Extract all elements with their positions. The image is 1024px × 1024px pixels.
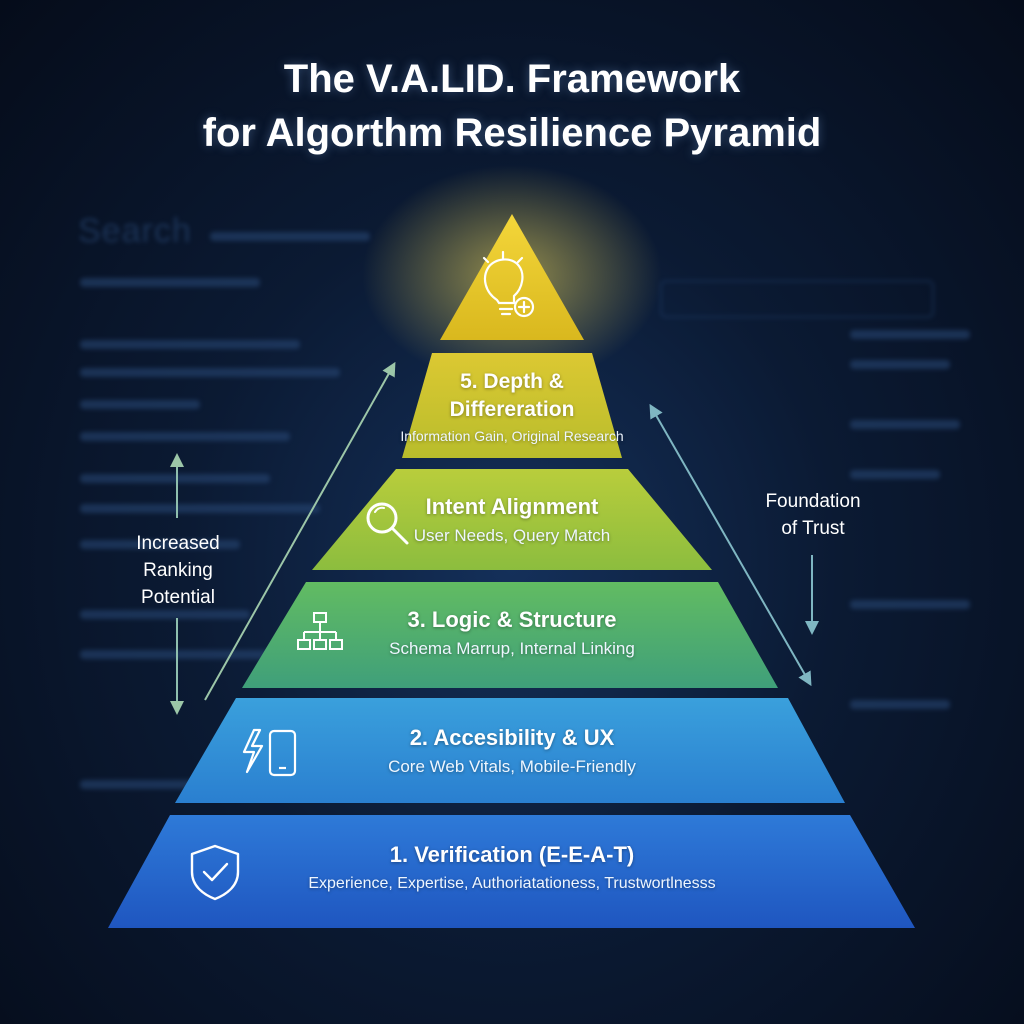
background-search-text: Search (78, 212, 192, 250)
increased-ranking-potential-label: Increased Ranking Potential (136, 533, 220, 608)
tier-1-title: 1. Verification (E-E-A-T) (389, 842, 635, 867)
lightbulb-plus-icon (482, 250, 535, 318)
background-line (850, 330, 970, 339)
tier-3-text: 3. Logic & Structure Schema Marrup, Inte… (200, 605, 824, 663)
title-line-2: for Algorthm Resilience Pyramid (202, 111, 822, 155)
pyramid-tier-top (440, 214, 584, 340)
tier-5-title-line-1: 5. Depth & (460, 370, 564, 393)
ranking-edge-arrow (204, 361, 396, 701)
tier-2-text: 2. Accesibility & UX Core Web Vitals, Mo… (200, 723, 824, 781)
background-line (80, 368, 340, 377)
page-title: The V.A.LID. Framework for Algorthm Resi… (0, 52, 1024, 160)
background-line (850, 470, 940, 479)
pyramid-tier-3 (242, 582, 778, 688)
background-line (850, 420, 960, 429)
tier-5-subtitle: Information Gain, Original Research (400, 428, 624, 444)
pyramid-tier-1 (108, 815, 915, 928)
background-line (80, 650, 280, 659)
tier-4-subtitle: User Needs, Query Match (413, 526, 611, 545)
background-line (850, 700, 950, 709)
magnifier-icon (366, 502, 409, 545)
tier-5-text: 5. Depth & Differeration Information Gai… (200, 368, 824, 448)
tier-1-subtitle: Experience, Expertise, Authoriatationess… (308, 875, 716, 892)
background-line (850, 600, 970, 609)
shield-check-icon (190, 844, 240, 901)
tier-4-title: Intent Alignment (425, 494, 599, 519)
pyramid-tier-5 (402, 353, 622, 458)
background-line (210, 232, 370, 241)
background-line (850, 360, 950, 369)
background-line (80, 400, 200, 409)
tier-4-text: Intent Alignment User Needs, Query Match (200, 492, 824, 550)
pyramid-tier-4 (312, 469, 712, 570)
tier-2-subtitle: Core Web Vitals, Mobile-Friendly (388, 757, 636, 776)
background-line (80, 780, 230, 789)
tier-3-title: 3. Logic & Structure (407, 607, 617, 632)
background-line (80, 432, 290, 441)
background-line (80, 278, 260, 287)
background-line (80, 504, 320, 513)
trust-edge-arrow (649, 403, 812, 687)
background-line (80, 340, 300, 349)
tier-2-title: 2. Accesibility & UX (409, 725, 615, 750)
background-line (80, 474, 270, 483)
bolt-mobile-icon (242, 728, 297, 777)
background-line (80, 610, 250, 619)
hierarchy-icon (297, 612, 343, 650)
pyramid-tier-2 (175, 698, 845, 803)
background-line (80, 540, 240, 549)
background-search-bar (660, 280, 934, 318)
tier-5-title-line-2: Differeration (449, 398, 575, 421)
tier-1-text: 1. Verification (E-E-A-T) Experience, Ex… (200, 840, 824, 898)
title-line-1: The V.A.LID. Framework (283, 57, 741, 101)
tier-3-subtitle: Schema Marrup, Internal Linking (389, 639, 635, 658)
foundation-of-trust-label: Foundation of Trust (765, 491, 861, 539)
